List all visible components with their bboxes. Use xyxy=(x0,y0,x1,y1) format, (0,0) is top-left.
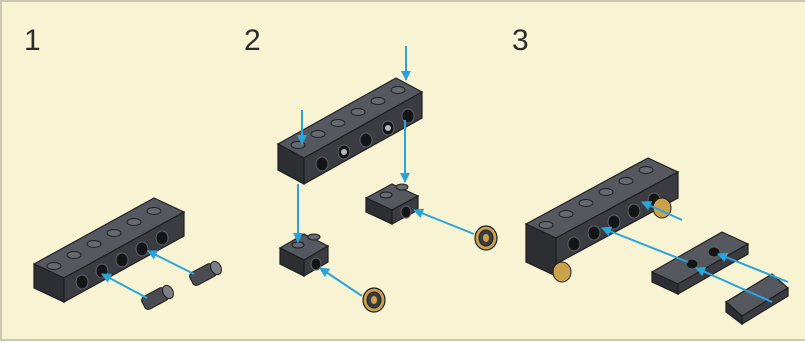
step3-arrow-wedge-right xyxy=(717,252,789,283)
step2-bracket-right xyxy=(364,183,420,226)
step2-bushing-left xyxy=(362,287,386,313)
step2-bushing-right xyxy=(474,225,498,251)
step2-arrow-bushing-right xyxy=(413,208,475,235)
step1-pin-lower xyxy=(141,284,175,310)
step-2-number: 2 xyxy=(244,24,261,57)
step2-arrow-bushing-left xyxy=(319,267,363,297)
step-1-number: 1 xyxy=(24,24,41,57)
step-2-group xyxy=(276,46,498,313)
step-3-number: 3 xyxy=(512,24,529,57)
step3-wedge-piece xyxy=(724,273,790,326)
step1-arrow-upper xyxy=(147,250,195,275)
step1-technic-beam xyxy=(32,197,186,304)
step3-arrow-upper xyxy=(641,201,683,221)
step3-arrow-plate-left xyxy=(601,226,689,263)
step-1-group xyxy=(32,197,223,310)
step3-beam-assembly xyxy=(524,157,680,283)
step2-technic-beam xyxy=(276,77,424,186)
step1-arrow-lower xyxy=(101,273,148,299)
step-3-group xyxy=(524,157,790,326)
step3-arrow-wedge-left xyxy=(695,267,773,303)
step1-pin-upper xyxy=(189,260,223,286)
step3-flat-plate xyxy=(650,231,750,296)
